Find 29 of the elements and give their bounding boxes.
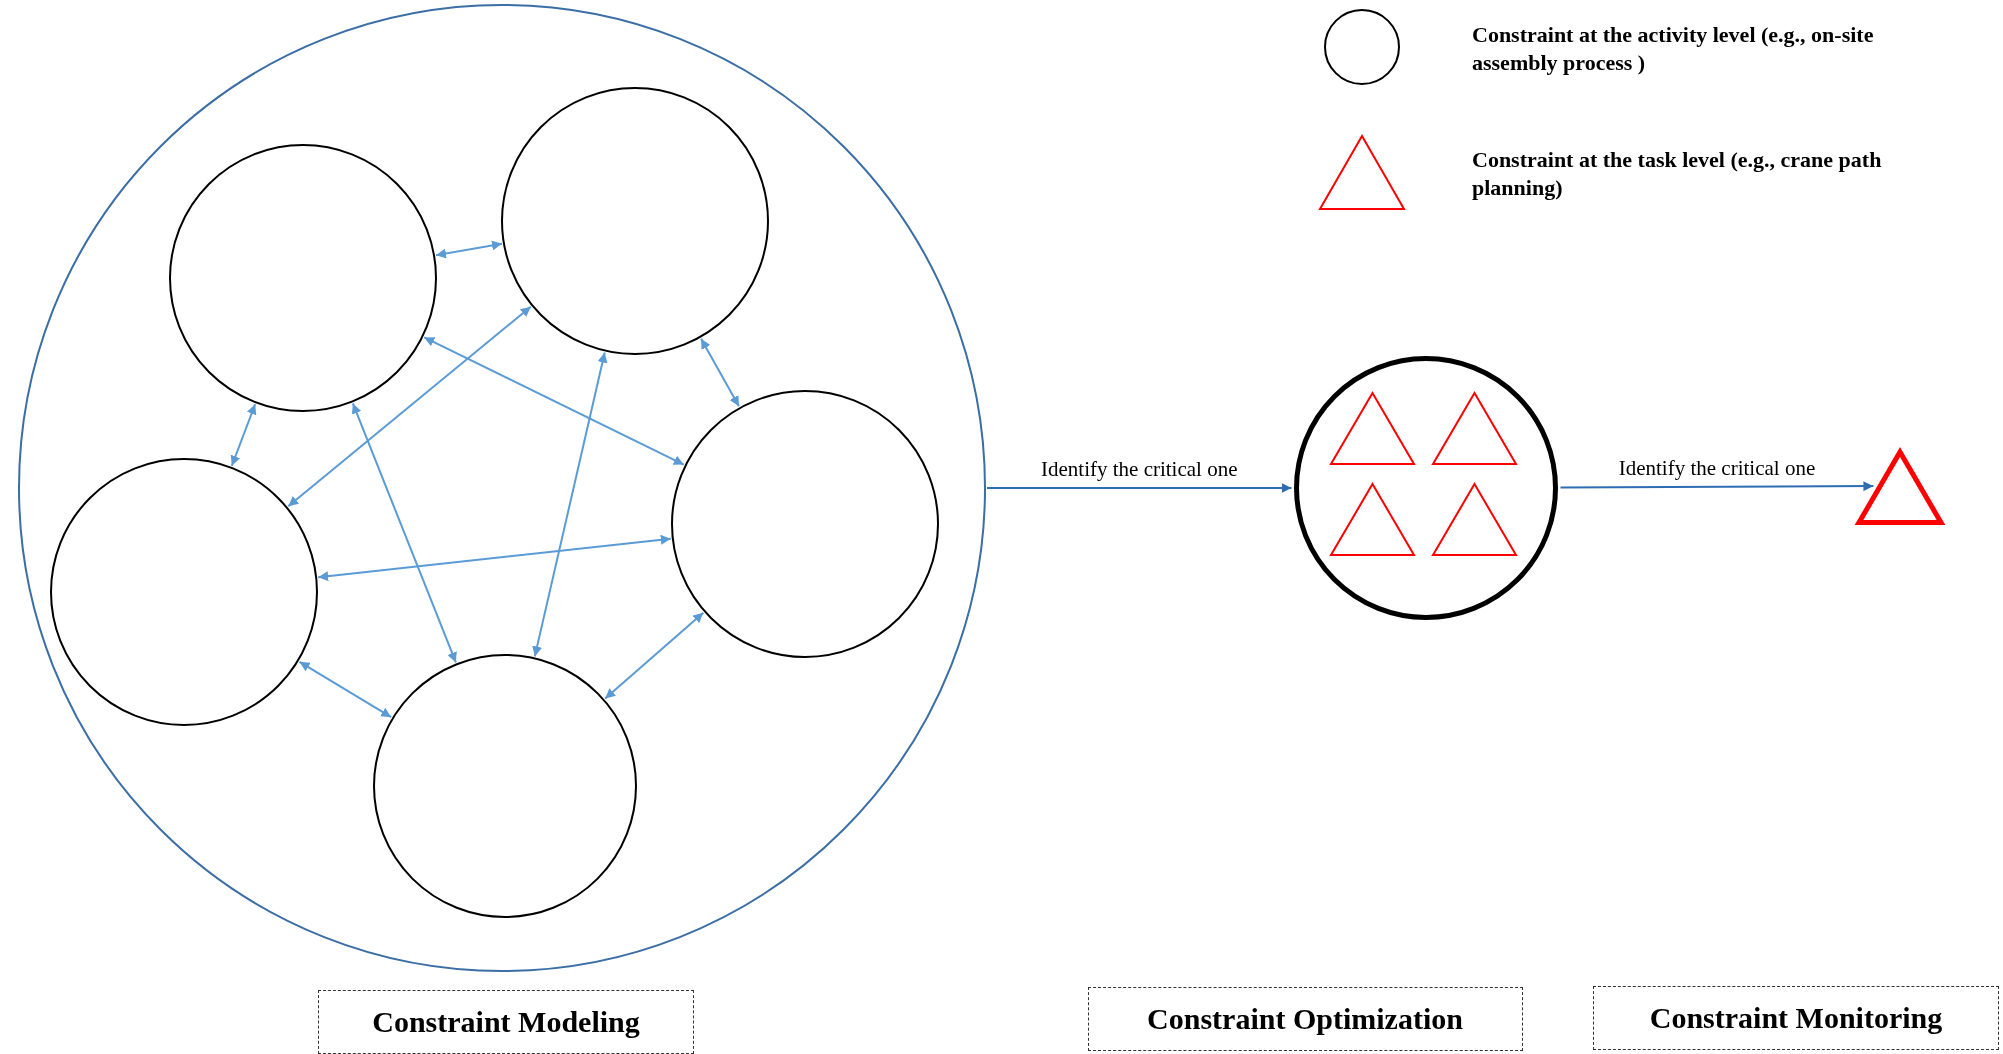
constraint-triangle xyxy=(1430,391,1518,465)
arrow xyxy=(435,240,503,259)
constraint-circle xyxy=(169,144,437,412)
constraint-triangle xyxy=(1328,391,1416,465)
arrow xyxy=(1559,481,1875,492)
arrow xyxy=(298,660,393,719)
arrow xyxy=(604,611,705,700)
arrow xyxy=(986,483,1293,493)
constraint-circle xyxy=(50,458,318,726)
stage-label: Constraint Modeling xyxy=(318,990,694,1054)
arrow xyxy=(700,337,740,408)
constraint-circle xyxy=(501,87,769,355)
arrow xyxy=(351,402,457,664)
constraint-circle xyxy=(1294,356,1558,620)
constraint-triangle xyxy=(1328,482,1416,556)
arrow xyxy=(287,305,532,508)
arrow xyxy=(532,351,608,658)
constraint-circle xyxy=(671,390,939,658)
constraint-circle xyxy=(18,4,986,972)
arrow xyxy=(423,336,685,466)
constraint-triangle xyxy=(1430,482,1518,556)
arrow xyxy=(317,534,672,582)
legend-text: Constraint at the activity level (e.g., on-site assembly process ) xyxy=(1472,21,1875,76)
stage-label: Constraint Monitoring xyxy=(1593,986,1999,1050)
stage-label: Constraint Optimization xyxy=(1087,987,1523,1051)
constraint-circle xyxy=(373,654,637,918)
constraint-triangle xyxy=(1854,447,1946,525)
arrow xyxy=(230,403,257,467)
legend-text: Constraint at the task level (e.g., crane path planning) xyxy=(1472,146,1882,201)
